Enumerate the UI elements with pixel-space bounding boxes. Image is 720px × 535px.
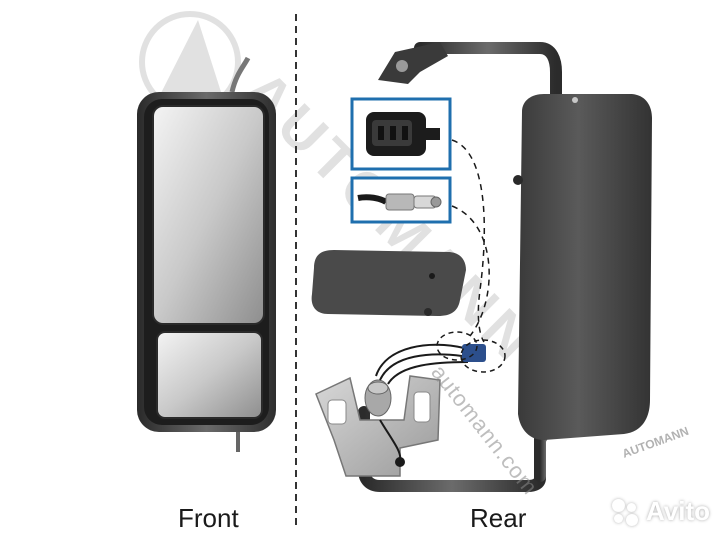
trim-cover [311, 250, 466, 316]
front-label: Front [178, 503, 239, 533]
rear-mirror-housing [513, 94, 652, 440]
connector-plug [462, 344, 486, 362]
mounting-bracket [315, 375, 441, 477]
avito-logo-icon [610, 497, 640, 527]
marketplace-badge: Avito [610, 496, 710, 527]
marketplace-badge-text: Avito [645, 496, 710, 526]
inset-coax-connector [350, 176, 452, 224]
inset-connector-plug [350, 97, 452, 171]
rear-label: Rear [470, 503, 527, 533]
front-mirror [137, 56, 276, 452]
wiring-harness [375, 343, 469, 461]
